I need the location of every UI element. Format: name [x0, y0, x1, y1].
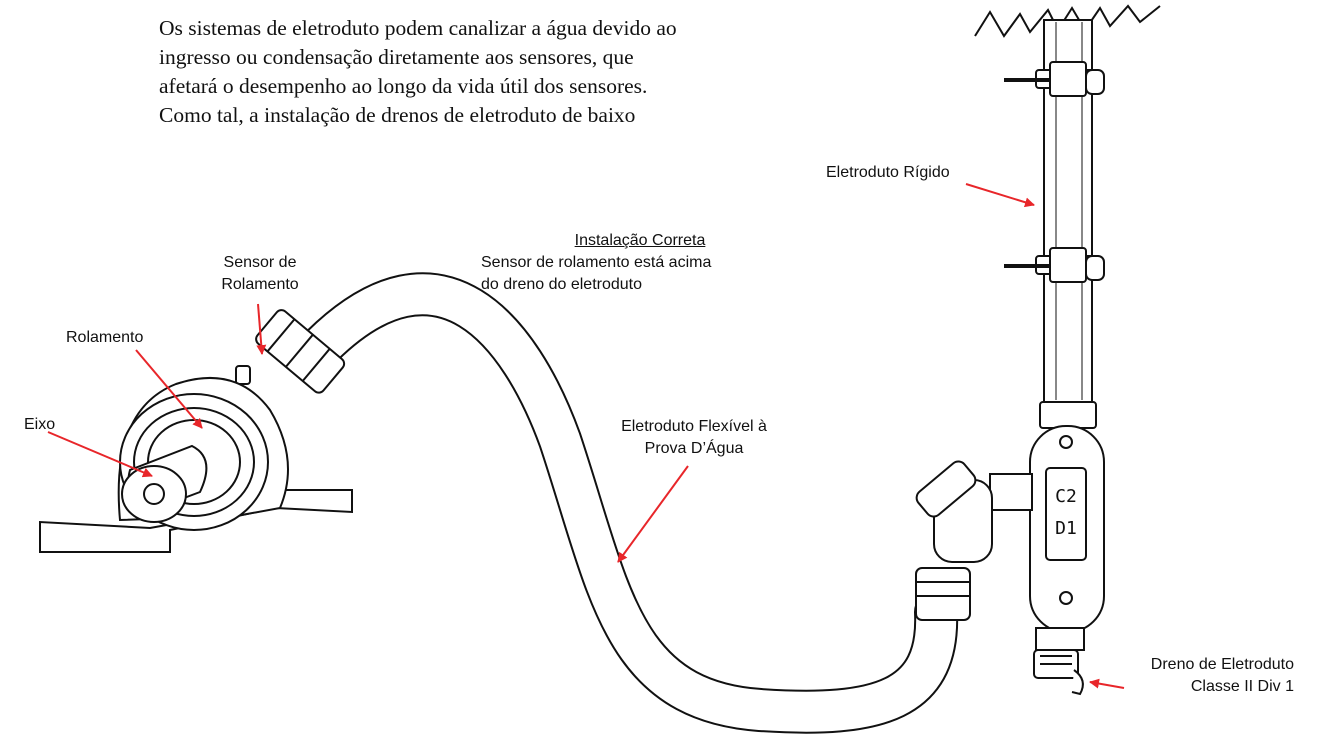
conduit-body — [915, 425, 1105, 651]
label-sensor-line1: Sensor de — [223, 254, 297, 271]
arrow-flex-conduit — [617, 465, 689, 563]
box-mark-c2: C2 — [1055, 486, 1077, 507]
label-correct-install-line1: Sensor de rolamento está acima — [481, 254, 712, 271]
flex-fitting-right — [915, 567, 971, 621]
label-rigid-conduit: Eletroduto Rígido — [826, 164, 950, 181]
label-correct-install-line2: do dreno do eletroduto — [481, 276, 643, 293]
arrow-sensor — [256, 303, 267, 355]
paragraph-line-3: afetará o desempenho ao longo da vida út… — [159, 74, 648, 98]
paragraph-line-4: Como tal, a instalação de drenos de elet… — [159, 103, 636, 127]
flexible-conduit — [300, 272, 959, 734]
paragraph-line-2: ingresso ou condensação diretamente aos … — [159, 45, 634, 69]
conduit-drain — [1033, 649, 1084, 696]
label-flex-conduit-line1: Eletroduto Flexível à — [621, 418, 767, 435]
arrow-bearing — [135, 349, 203, 429]
arrow-shaft — [47, 431, 153, 478]
label-flex-conduit-line2: Prova D’Água — [644, 440, 744, 457]
callout-arrows — [47, 183, 1125, 689]
sensor-fitting — [235, 309, 346, 394]
arrow-rigid-conduit — [965, 183, 1035, 208]
label-correct-install-title: Instalação Correta — [574, 232, 706, 249]
label-drain-line2: Classe II Div 1 — [1190, 678, 1294, 695]
intro-paragraph: Os sistemas de eletroduto podem canaliza… — [159, 14, 879, 130]
bearing-housing — [39, 377, 353, 553]
label-shaft: Eixo — [24, 416, 56, 433]
paragraph-line-1: Os sistemas de eletroduto podem canaliza… — [159, 16, 677, 40]
label-drain-line1: Dreno de Eletroduto — [1150, 656, 1294, 673]
label-bearing: Rolamento — [66, 329, 144, 346]
box-mark-d1: D1 — [1055, 518, 1077, 539]
arrow-drain — [1089, 678, 1125, 689]
rigid-conduit — [1004, 19, 1105, 429]
label-sensor-line2: Rolamento — [221, 276, 299, 293]
